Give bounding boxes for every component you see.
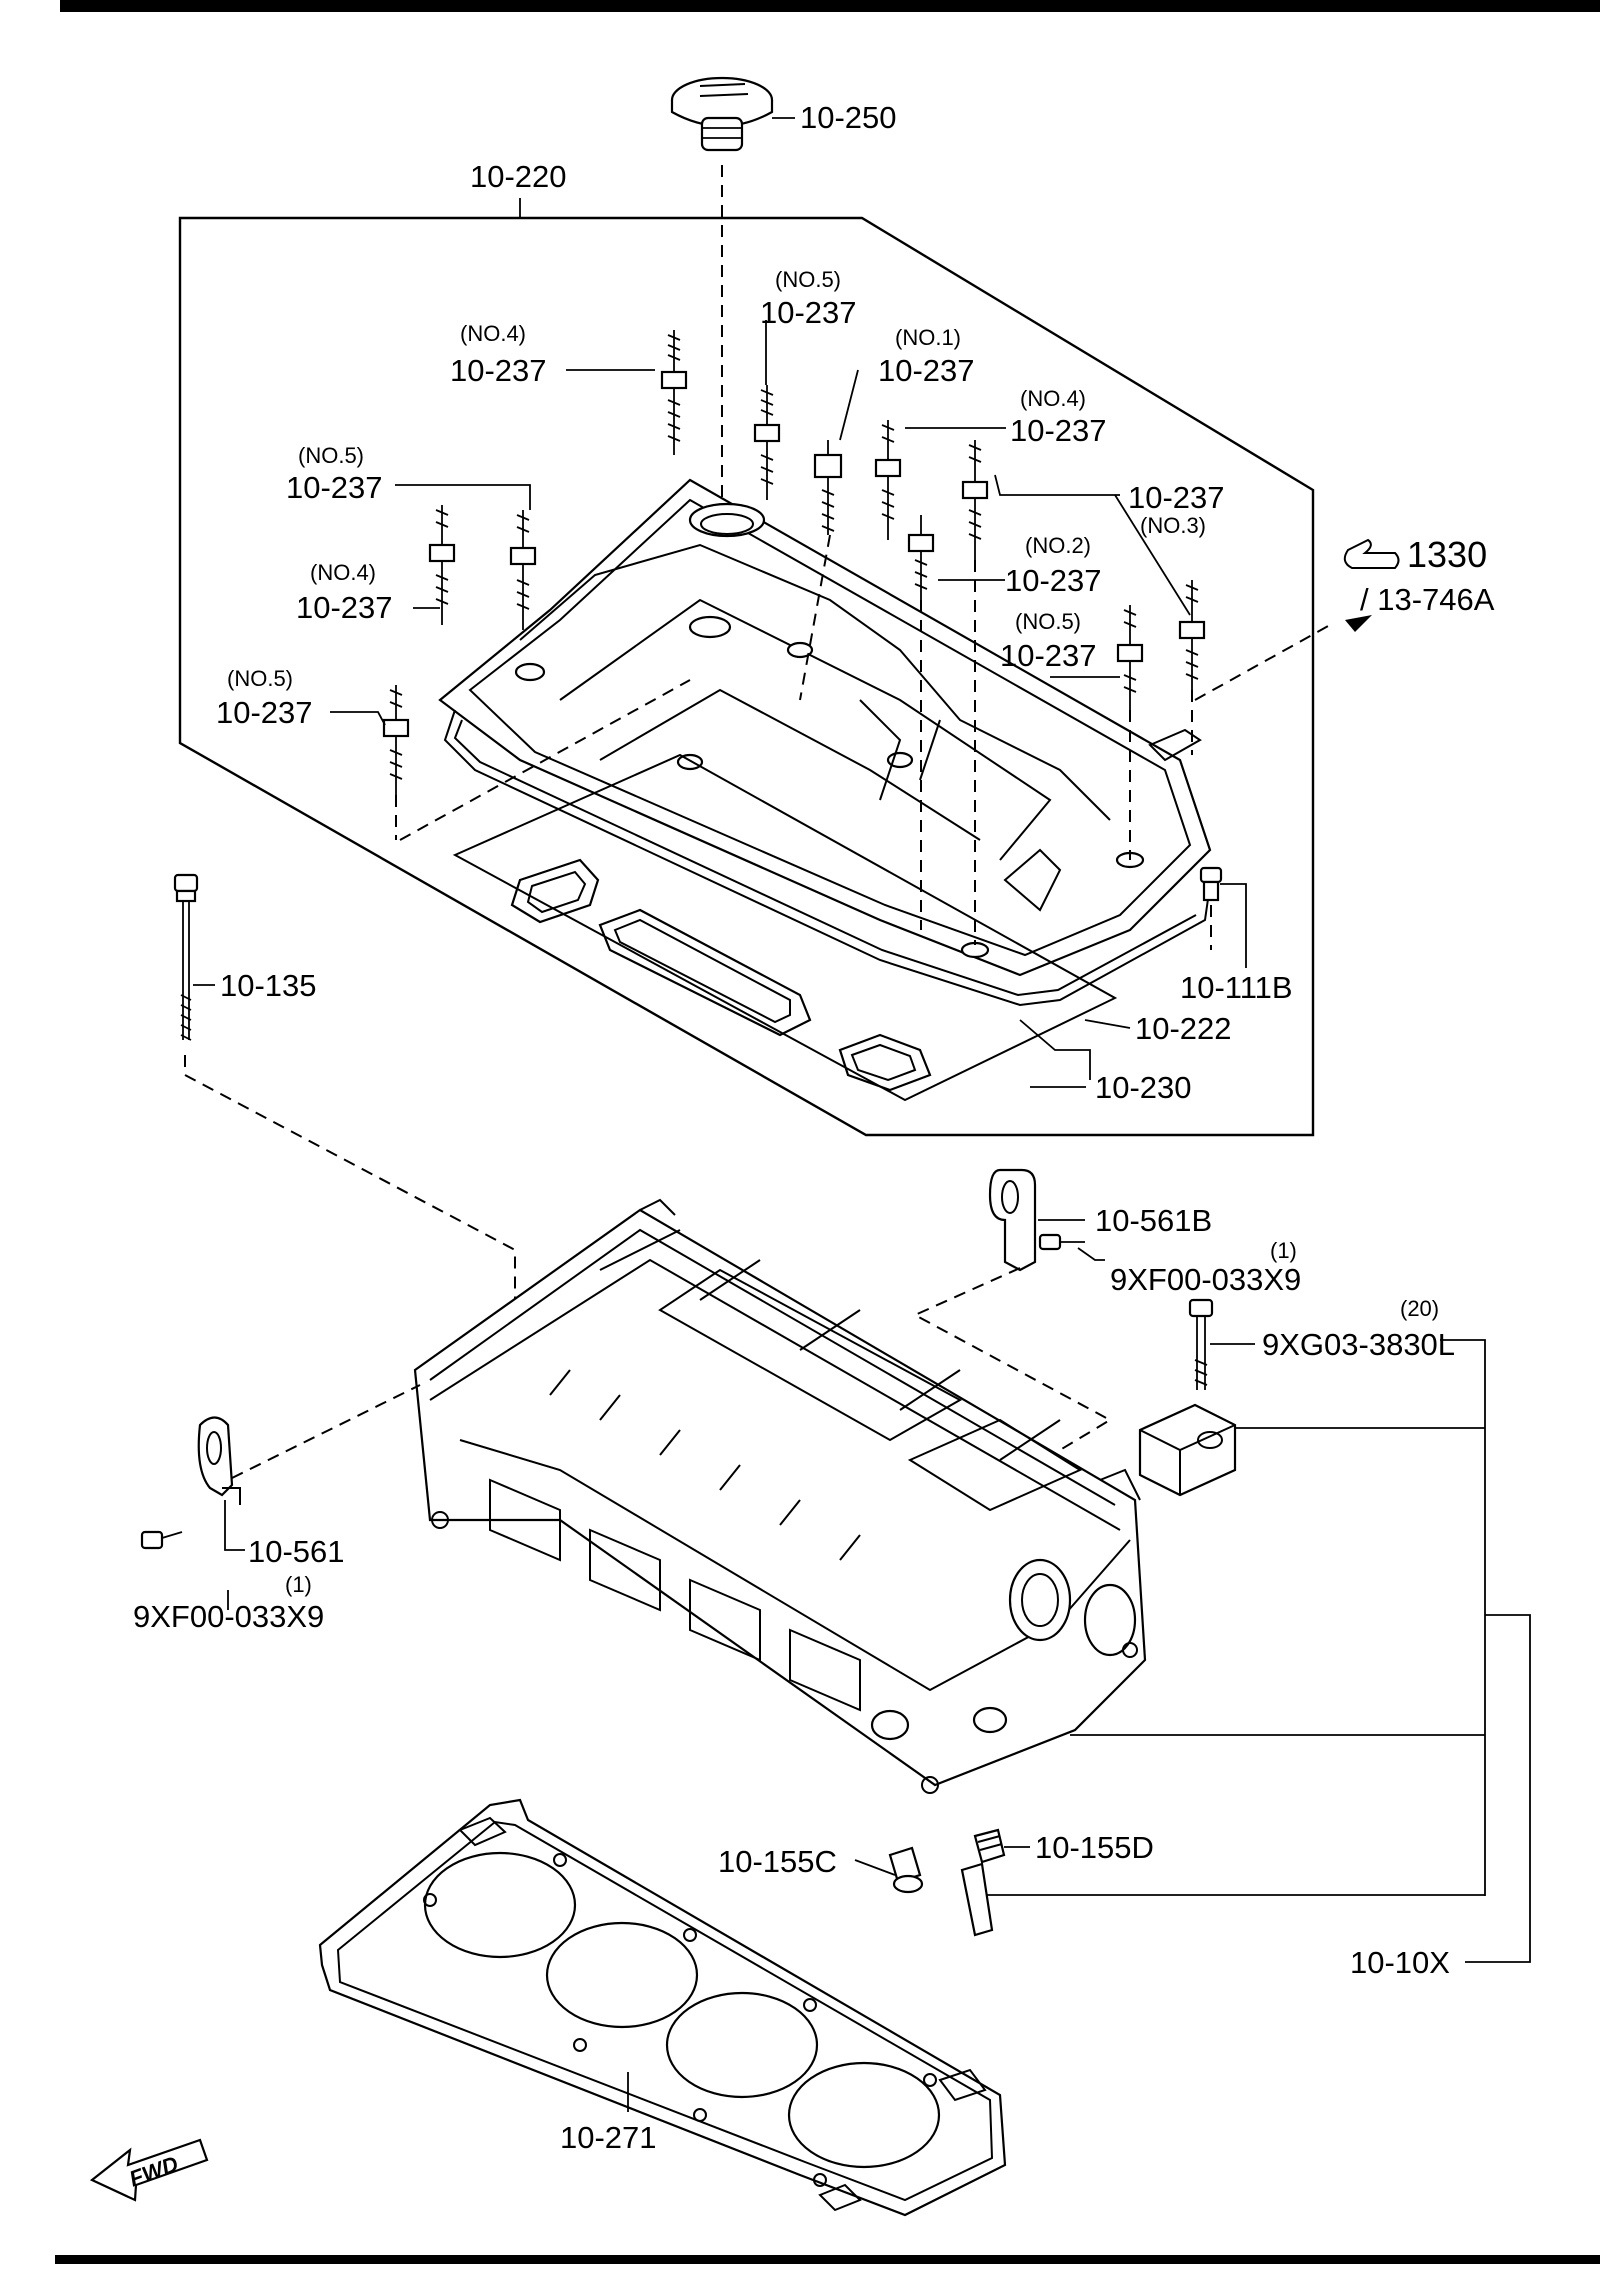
callout-stud-no4-b-note: (NO.4): [1020, 386, 1086, 411]
callout-stud-no4-a-note: (NO.4): [460, 321, 526, 346]
callout-stud-no5-top: 10-237: [760, 295, 857, 330]
valve-stem-seal[interactable]: [888, 1846, 924, 1894]
cover-stud[interactable]: [509, 510, 537, 630]
callout-stud-no5-top-note: (NO.5): [775, 267, 841, 292]
oil-filler-cap[interactable]: [670, 76, 774, 152]
callout-hanger-561b: 10-561B: [1095, 1203, 1212, 1238]
hanger-bolt[interactable]: [1038, 1233, 1085, 1251]
callout-bolt-9xf-left: 9XF00-033X9: [133, 1599, 324, 1634]
callout-stud-no4-b: 10-237: [1010, 413, 1107, 448]
callout-stud-no4-c: 10-237: [296, 590, 393, 625]
callout-cover-assembly: 10-220: [470, 159, 567, 194]
callout-bolt-9xf-top: 9XF00-033X9: [1110, 1262, 1301, 1297]
top-rule: [60, 0, 1600, 12]
callout-seal-155d: 10-155D: [1035, 1830, 1154, 1865]
cover-stud[interactable]: [428, 505, 456, 625]
callout-bolt-9xf-top-qty: (1): [1270, 1238, 1297, 1263]
callout-stud-no3-note: (NO.3): [1140, 513, 1206, 538]
callout-gasket-222: 10-222: [1135, 1011, 1232, 1046]
cover-gasket[interactable]: [443, 709, 1211, 1007]
bottom-rule: [55, 2255, 1600, 2264]
plug-tube-seal[interactable]: [510, 858, 600, 924]
cylinder-head-cover[interactable]: [438, 478, 1212, 977]
cover-stud[interactable]: [961, 440, 989, 560]
reference-arrow: [1345, 615, 1372, 632]
callout-stud-no5-b: 10-237: [286, 470, 383, 505]
callout-stud-no5-d-note: (NO.5): [227, 666, 293, 691]
callout-stud-no2-note: (NO.2): [1025, 533, 1091, 558]
engine-hanger[interactable]: [988, 1168, 1037, 1272]
cover-stud[interactable]: [907, 515, 935, 600]
plug-tube-seal[interactable]: [598, 908, 812, 1037]
head-bolt[interactable]: [173, 873, 199, 1041]
plug-tube-seal[interactable]: [838, 1033, 932, 1092]
callout-oil-cap: 10-250: [800, 100, 897, 135]
cover-bolt[interactable]: [1199, 866, 1223, 902]
callout-head-bolt: 10-135: [220, 968, 317, 1003]
hand-pointer-icon: [1343, 538, 1400, 569]
callout-bolt-9xg-qty: (20): [1400, 1296, 1439, 1321]
camshaft-cap-bolt[interactable]: [1188, 1298, 1214, 1390]
cover-stud[interactable]: [753, 385, 781, 500]
callout-stud-no4-a: 10-237: [450, 353, 547, 388]
callout-bolt-9xf-left-qty: (1): [285, 1572, 312, 1597]
callout-stud-no1: 10-237: [878, 353, 975, 388]
fwd-arrow: [89, 2138, 209, 2202]
hanger-rear-bolt[interactable]: [140, 1530, 183, 1550]
callout-stud-no1-note: (NO.1): [895, 325, 961, 350]
fwd-label: FWD: [126, 2151, 182, 2192]
cover-stud[interactable]: [1178, 580, 1206, 690]
cylinder-head-gasket[interactable]: [318, 1798, 1007, 2217]
callout-ref-sub[interactable]: / 13-746A: [1360, 582, 1495, 617]
callout-bolt-9xg: 9XG03-3830L: [1262, 1327, 1455, 1362]
callout-stud-no2: 10-237: [1005, 563, 1102, 598]
cover-group-outline: [178, 216, 1315, 1137]
cover-stud[interactable]: [660, 330, 688, 455]
callout-gasket-230: 10-230: [1095, 1070, 1192, 1105]
callout-head-gasket: 10-271: [560, 2120, 657, 2155]
cover-stud[interactable]: [813, 440, 843, 535]
callout-bolt-111b: 10-111B: [1180, 970, 1293, 1005]
callout-seal-155c: 10-155C: [718, 1844, 837, 1879]
cover-stud[interactable]: [874, 420, 902, 540]
callout-head-assembly: 10-10X: [1350, 1945, 1450, 1980]
callout-stud-no4-c-note: (NO.4): [310, 560, 376, 585]
callout-stud-no5-c-note: (NO.5): [1015, 609, 1081, 634]
camshaft-cap[interactable]: [1138, 1403, 1237, 1497]
engine-hanger-rear[interactable]: [197, 1416, 241, 1506]
callout-stud-no5-b-note: (NO.5): [298, 443, 364, 468]
cylinder-head[interactable]: [413, 1198, 1147, 1794]
cover-stud[interactable]: [382, 685, 410, 795]
cover-stud[interactable]: [1116, 605, 1144, 710]
callout-stud-no3: 10-237: [1128, 480, 1225, 515]
callout-hanger-561: 10-561: [248, 1534, 345, 1569]
callout-stud-no5-c: 10-237: [1000, 638, 1097, 673]
valve-stem-seal-d[interactable]: [960, 1828, 1006, 1937]
callout-ref-section[interactable]: 1330: [1407, 534, 1487, 575]
callout-stud-no5-d: 10-237: [216, 695, 313, 730]
